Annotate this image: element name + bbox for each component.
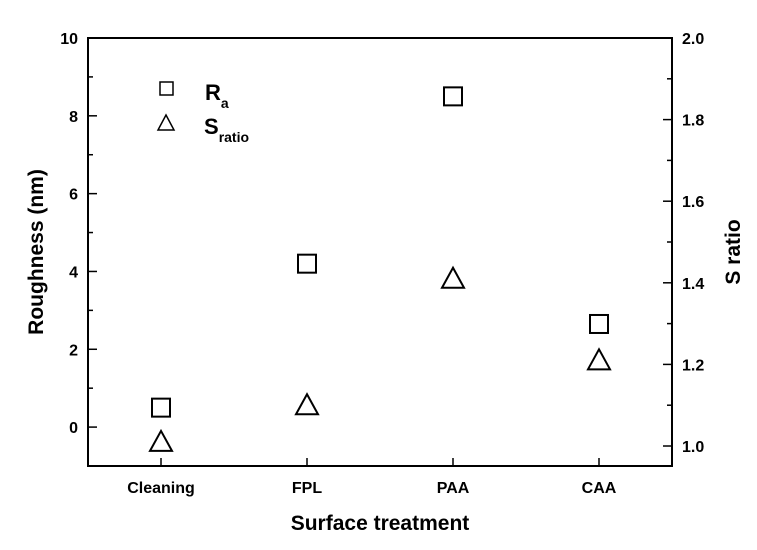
y2-axis-label: S ratio: [722, 219, 745, 284]
legend-label-sratio: Sratio: [204, 114, 249, 145]
y-tick-label: 10: [60, 31, 78, 48]
y2-tick-label: 1.2: [682, 357, 704, 374]
data-point-ra: [443, 86, 463, 107]
legend: Ra Sratio: [156, 80, 249, 145]
y2-tick-label: 2.0: [682, 31, 704, 48]
x-tick-label: CAA: [582, 480, 617, 497]
y-tick-label: 2: [69, 342, 78, 359]
data-point-ra: [151, 397, 171, 418]
y-tick-label: 4: [69, 264, 78, 281]
legend-label-ra: Ra: [205, 80, 229, 111]
data-point-ra: [297, 253, 317, 274]
plot-frame: [87, 37, 673, 467]
y-tick-label: 0: [69, 420, 78, 437]
data-point-sratio: [294, 392, 320, 416]
data-point-sratio: [586, 347, 612, 371]
y2-tick-label: 1.0: [682, 439, 704, 456]
legend-marker-ra: [159, 81, 174, 96]
x-axis-label: Surface treatment: [291, 512, 470, 535]
x-tick-label: PAA: [437, 480, 470, 497]
y-axis-label: Roughness (nm): [25, 169, 48, 335]
data-point-sratio: [148, 428, 174, 452]
x-tick-label: Cleaning: [127, 480, 195, 497]
x-tick-label: FPL: [292, 480, 322, 497]
y-tick-label: 8: [69, 109, 78, 126]
legend-marker-sratio: [156, 113, 176, 131]
y2-tick-label: 1.4: [682, 276, 704, 293]
data-point-sratio: [440, 265, 466, 289]
y2-tick-label: 1.8: [682, 113, 704, 130]
y-tick-label: 6: [69, 187, 78, 204]
data-point-ra: [589, 313, 609, 334]
y2-tick-label: 1.6: [682, 194, 704, 211]
